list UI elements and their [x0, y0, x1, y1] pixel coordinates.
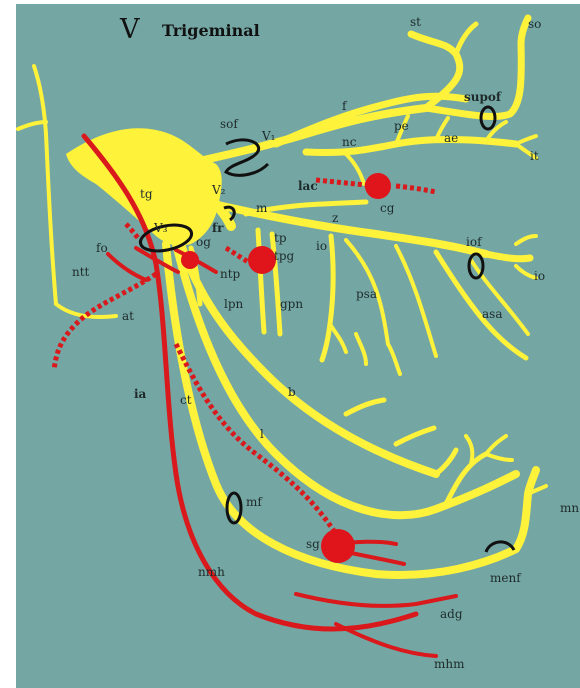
label-mn: mn [560, 502, 579, 514]
label-io-branch: io [316, 240, 327, 252]
label-v3: V₃ [154, 222, 167, 234]
label-supof: supof [464, 91, 501, 103]
label-ae: ae [444, 132, 458, 144]
label-adg: adg [440, 608, 463, 620]
label-psa: psa [356, 288, 377, 300]
label-it: it [530, 150, 539, 162]
title-name: Trigeminal [162, 21, 260, 40]
label-fr: fr [212, 222, 223, 234]
label-lpn: lpn [224, 298, 243, 310]
label-at: at [122, 310, 134, 322]
title-numeral: V [120, 14, 140, 45]
label-nc: nc [342, 136, 356, 148]
label-b: b [288, 386, 296, 398]
label-so: so [528, 18, 541, 30]
label-st: st [410, 16, 421, 28]
label-fo: fo [96, 242, 108, 254]
label-mf: mf [246, 496, 262, 508]
label-gpn: gpn [280, 298, 303, 310]
label-ntp: ntp [220, 268, 240, 280]
background [16, 4, 580, 688]
label-ntt: ntt [72, 266, 89, 278]
diagram-panel: V Trigeminal st so supof f sof V₁ pe nc … [16, 4, 580, 688]
label-f: f [342, 100, 346, 112]
label-tp: tp [274, 232, 287, 244]
label-ia: ia [134, 388, 146, 400]
label-tpg: tpg [274, 250, 294, 262]
label-og: og [196, 236, 211, 248]
ciliary-ganglion [365, 173, 391, 199]
label-v1: V₁ [262, 130, 275, 142]
label-menf: menf [490, 572, 521, 584]
label-asa: asa [482, 308, 502, 320]
label-cg: cg [380, 202, 394, 214]
otic-ganglion [181, 251, 199, 269]
label-m: m [256, 202, 267, 214]
label-mhm: mhm [434, 658, 465, 670]
label-ct: ct [180, 394, 192, 406]
label-sof: sof [220, 118, 238, 130]
label-v2: V₂ [212, 184, 225, 196]
label-lac: lac [298, 180, 318, 192]
label-pe: pe [394, 120, 409, 132]
label-io-end: io [534, 270, 545, 282]
pterygopalatine-ganglion [248, 246, 276, 274]
label-nmh: nmh [198, 566, 225, 578]
label-iof: iof [466, 236, 482, 248]
trigeminal-diagram [16, 4, 580, 688]
label-sg: sg [306, 538, 320, 550]
label-tg: tg [140, 188, 153, 200]
label-z: z [332, 212, 338, 224]
label-l: l [260, 428, 264, 440]
submandibular-ganglion [321, 529, 355, 563]
